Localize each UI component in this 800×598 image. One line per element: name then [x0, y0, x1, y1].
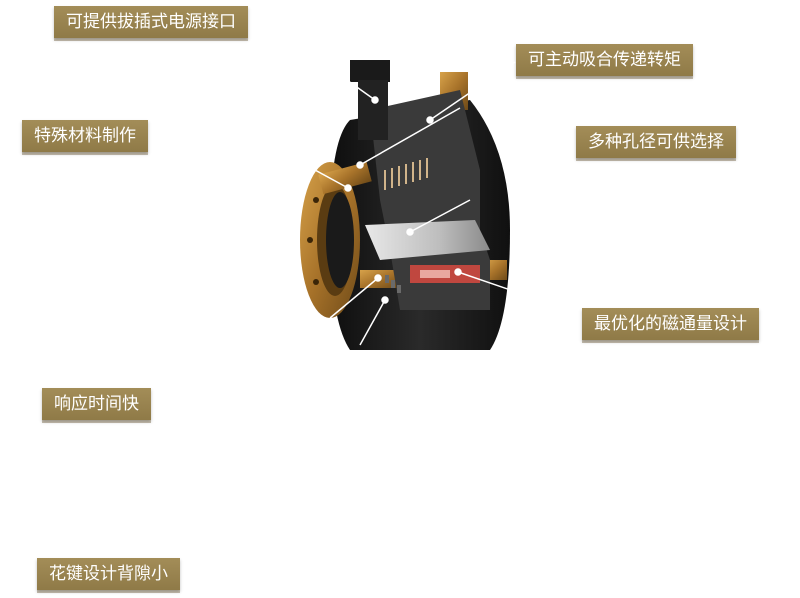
label-material: 特殊材料制作 [22, 120, 148, 155]
label-response: 响应时间快 [42, 388, 151, 423]
label-torque: 可主动吸合传递转矩 [516, 44, 693, 79]
label-spline: 花键设计背隙小 [37, 558, 180, 593]
label-bore: 多种孔径可供选择 [576, 126, 736, 161]
clutch-illustration [290, 60, 526, 350]
label-power-interface: 可提供拔插式电源接口 [54, 6, 248, 41]
label-magnetic: 最优化的磁通量设计 [582, 308, 759, 343]
